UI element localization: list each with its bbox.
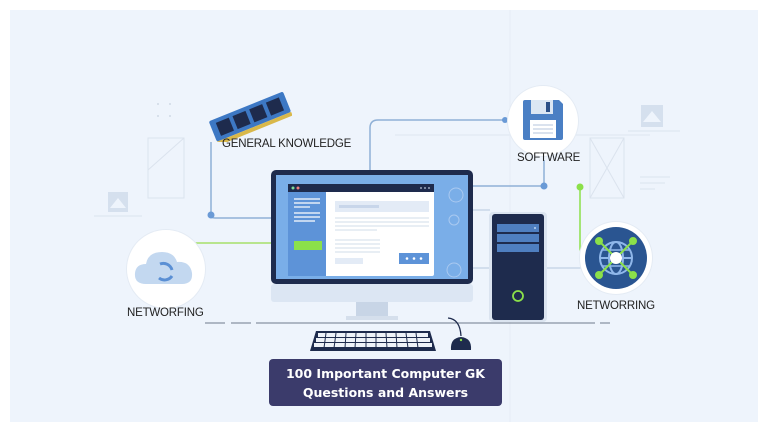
networking-right-label: NETWORRING xyxy=(577,300,655,312)
globe-badge xyxy=(580,222,652,294)
floppy-disk-icon xyxy=(523,100,563,140)
illustration-panel: GENERAL KNOWLEDGE SOFTWARE NETWORFING xyxy=(10,10,758,422)
mouse-icon xyxy=(446,316,476,352)
cpu-tower-icon xyxy=(489,212,547,322)
network-globe-icon xyxy=(585,227,647,289)
cloud-sync-icon xyxy=(134,252,193,284)
title-line-1: 100 Important Computer GK xyxy=(285,366,485,381)
title-banner: 100 Important Computer GK Questions and … xyxy=(269,359,502,406)
keyboard-icon xyxy=(308,330,438,352)
general-knowledge-label: GENERAL KNOWLEDGE xyxy=(222,138,352,150)
networking-left-label: NETWORFING xyxy=(127,307,204,319)
software-badge xyxy=(508,86,578,156)
title-line-2: Questions and Answers xyxy=(302,385,469,400)
cloud-badge xyxy=(127,230,205,308)
ram-memory-icon xyxy=(206,92,292,142)
software-label: SOFTWARE xyxy=(517,152,581,164)
desktop-monitor-icon xyxy=(270,170,474,325)
